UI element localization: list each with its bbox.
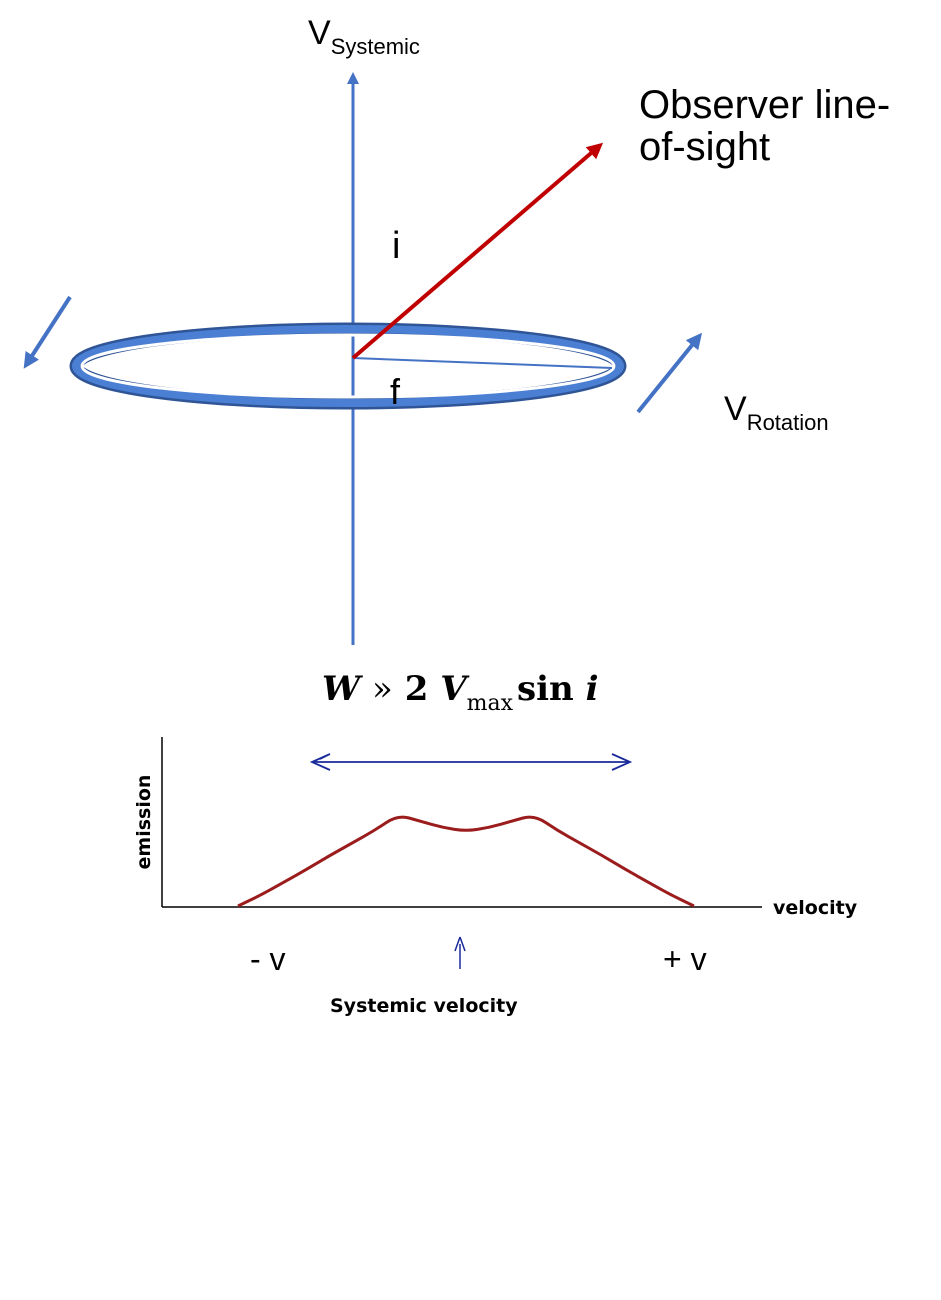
rotation-arrow-left	[23, 295, 72, 369]
rotation-arrow-right	[636, 332, 703, 414]
systemic-velocity-label: VSystemic	[308, 14, 420, 59]
radius-line	[352, 357, 613, 369]
line-of-sight-arrow	[351, 142, 604, 360]
spectrum-chart: velocity emission - v + v Systemic veloc…	[133, 737, 858, 1017]
emission-profile-curve	[237, 815, 695, 908]
galaxy-disk-inner	[80, 333, 616, 399]
observer-label-line2: of-sight	[639, 125, 770, 169]
observer-label-line1: Observer line-	[639, 83, 890, 127]
tick-label-minus-v: - v	[250, 941, 286, 977]
systemic-velocity-annotation: Systemic velocity	[330, 995, 518, 1017]
systemic-velocity-arrow	[454, 936, 466, 969]
tick-label-plus-v: + v	[663, 941, 707, 977]
line-width-arrow	[309, 753, 633, 771]
angle-label: f	[390, 371, 401, 412]
inclination-label: i	[392, 225, 400, 267]
galaxy-disk-highlight	[72, 325, 624, 407]
x-axis-label: velocity	[773, 897, 858, 919]
rotation-velocity-label: VRotation	[724, 390, 829, 435]
galaxy-geometry-diagram: VSystemic Observer line- of-sight i f VR…	[23, 14, 890, 645]
y-axis-label: emission	[133, 775, 155, 870]
